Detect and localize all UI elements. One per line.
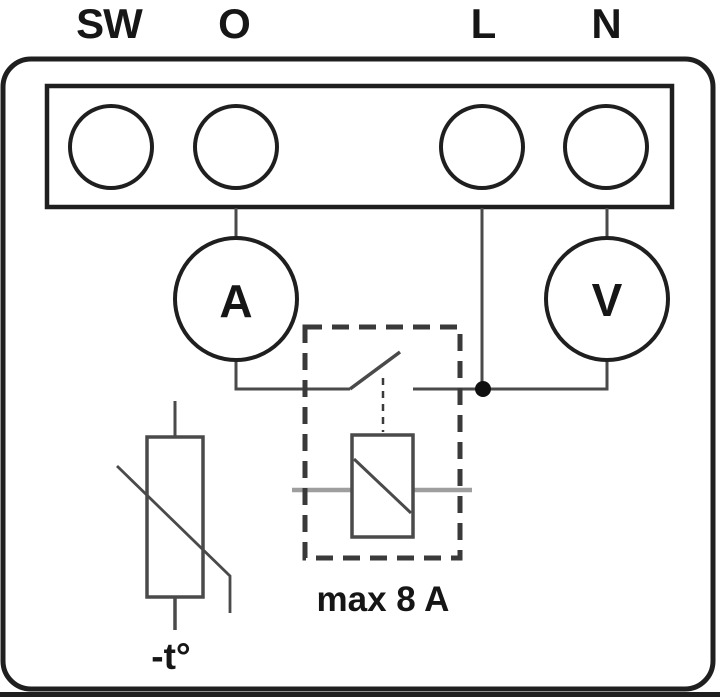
voltmeter-symbol	[544, 236, 670, 362]
wire-junction-dot	[475, 381, 491, 397]
thermistor-label: -t°	[151, 636, 190, 677]
terminal-hole-sw	[68, 104, 154, 190]
device-outline-group	[0, 56, 716, 692]
terminal-block	[44, 83, 675, 210]
terminal-label-l: L	[471, 0, 496, 47]
wire-ammeter-to-switch	[234, 360, 350, 391]
thermistor-group	[116, 435, 232, 613]
relay-coil-diagonal	[352, 457, 413, 515]
relay-dashed-box	[302, 324, 463, 561]
meters-group: A V	[173, 236, 670, 362]
terminal-hole-n	[563, 104, 649, 190]
relay-rating-label: max 8 A	[317, 580, 450, 619]
ammeter-label: A	[219, 275, 252, 327]
terminal-label-sw: SW	[76, 0, 143, 47]
switch-blade-symbol	[348, 350, 402, 391]
terminal-label-o: O	[218, 0, 250, 47]
thermistor-diagonal-stroke	[116, 464, 232, 613]
terminal-label-n: N	[591, 0, 620, 47]
ammeter-symbol	[173, 236, 299, 362]
image-bottom-border	[0, 692, 720, 697]
device-body-outline	[0, 56, 716, 692]
thermistor-body	[145, 435, 205, 599]
voltmeter-label: V	[592, 274, 623, 326]
wire-switch-to-voltmeter	[413, 358, 609, 391]
terminal-hole-o	[193, 104, 279, 190]
terminal-labels: SW O L N	[76, 0, 622, 47]
terminal-hole-l	[439, 104, 525, 190]
relay-coil-group	[350, 433, 415, 539]
relay-enclosure-group	[302, 324, 463, 561]
